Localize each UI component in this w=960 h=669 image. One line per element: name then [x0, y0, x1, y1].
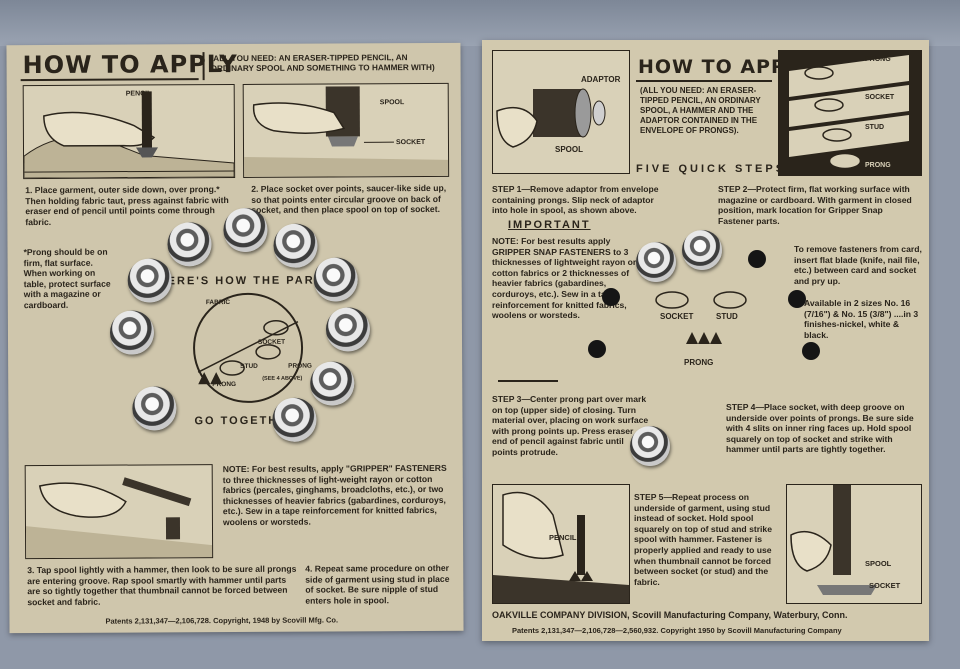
background-shelf — [0, 0, 960, 46]
stack-socket-label: SOCKET — [865, 94, 895, 101]
snap-fastener[interactable] — [132, 386, 177, 431]
empty-snap-hole — [588, 340, 606, 358]
snap-fastener[interactable] — [127, 258, 172, 303]
right-step-1: STEP 1—Remove adaptor from envelope cont… — [492, 184, 659, 216]
important-heading: IMPORTANT — [508, 219, 591, 231]
spool-label-right-bottom: SPOOL — [865, 559, 892, 568]
snap-fastener[interactable] — [630, 426, 670, 466]
parts-circle-diagram — [193, 292, 304, 403]
snap-fastener[interactable] — [223, 207, 268, 253]
five-quick-steps: FIVE QUICK STEPS — [636, 163, 787, 175]
hammer-spool-illustration — [25, 477, 213, 559]
center-prong-label: PRONG — [684, 358, 714, 367]
circle-socket-label: SOCKET — [258, 338, 286, 346]
remove-note: To remove fasteners from card, insert fl… — [794, 244, 922, 286]
circle-stud-label: STUD — [240, 362, 258, 370]
pencil-label-right: PENCIL — [549, 533, 577, 542]
right-step-4: STEP 4—Place socket, with deep groove on… — [726, 402, 914, 455]
right-card-title: HOW TO APPLY — [638, 56, 811, 78]
left-step-1: 1. Place garment, outer side down, over … — [25, 184, 229, 227]
spool-label-right: SPOOL — [555, 145, 584, 154]
stack-prong-label: PRONG — [865, 56, 891, 63]
sizes-note: Available in 2 sizes No. 16 (7/16") & No… — [804, 298, 919, 340]
snap-fastener[interactable] — [272, 397, 317, 442]
right-instruction-card: ADAPTOR SPOOL HOW TO APPLY (ALL YOU NEED… — [482, 40, 929, 641]
left-patents: Patents 2,131,347—2,106,728. Copyright, … — [105, 615, 339, 626]
left-card-title-note: (ALL YOU NEED: AN ERASER-TIPPED PENCIL, … — [210, 53, 435, 74]
illustration-parts-stack: PRONG SOCKET STUD PRONG — [778, 50, 922, 176]
snap-fastener[interactable] — [273, 223, 318, 268]
illustration-spool-socket: SPOOL SOCKET — [786, 484, 922, 604]
right-step-5: STEP 5—Repeat process on underside of ga… — [634, 492, 772, 587]
snap-fastener[interactable] — [310, 361, 355, 406]
illustration-hammer — [24, 464, 214, 560]
circle-prong2-label: PRONG — [212, 380, 237, 389]
stack-stud-label: STUD — [865, 124, 885, 131]
illustration-socket-spool: SPOOL SOCKET — [242, 82, 450, 178]
adaptor-spool-illustration — [496, 88, 606, 148]
circle-side-note: (SEE 4 ABOVE) — [262, 375, 303, 382]
center-stud-label: STUD — [716, 312, 738, 321]
spool-socket-illustration — [244, 86, 449, 177]
circle-fabric-label: FABRIC — [205, 299, 231, 307]
empty-snap-hole — [602, 288, 620, 306]
spool-label: SPOOL — [379, 99, 405, 107]
left-step-2: 2. Place socket over points, saucer-like… — [251, 182, 447, 216]
pencil-label: PENCIL — [125, 90, 152, 98]
stack-prong2-label: PRONG — [865, 162, 891, 169]
spool-socket-right-illustration — [790, 485, 877, 595]
left-note: NOTE: For best results, apply "GRIPPER" … — [222, 462, 447, 528]
empty-snap-hole — [802, 342, 820, 360]
hand-pencil-illustration — [23, 91, 235, 179]
right-patents: Patents 2,131,347—2,106,728—2,560,932. C… — [512, 626, 842, 635]
circle-top-text: HERE'S HOW THE PARTS — [157, 274, 333, 288]
illustration-adaptor-spool: ADAPTOR SPOOL — [492, 50, 630, 174]
left-instruction-card: HOW TO APPLY (ALL YOU NEED: AN ERASER-TI… — [6, 42, 464, 634]
snap-fastener[interactable] — [636, 242, 676, 282]
parts-stack-illustration — [789, 55, 909, 168]
snap-fastener[interactable] — [109, 310, 155, 355]
center-socket-label: SOCKET — [660, 312, 694, 321]
left-step-4: 4. Repeat same procedure on other side o… — [305, 562, 450, 606]
right-step-3: STEP 3—Center prong part over mark on to… — [492, 394, 649, 457]
illustration-pencil-prong: PENCIL — [492, 484, 630, 604]
empty-snap-hole — [748, 250, 766, 268]
important-note: NOTE: For best results apply GRIPPER SNA… — [492, 236, 637, 321]
center-parts-drawings — [655, 291, 747, 344]
snap-fastener[interactable] — [167, 222, 212, 267]
pencil-prong-illustration — [493, 491, 629, 603]
right-step-2: STEP 2—Protect firm, flat working surfac… — [718, 184, 912, 226]
left-card-title: HOW TO APPLY — [22, 49, 238, 80]
right-card-title-note: (ALL YOU NEED: AN ERASER-TIPPED PENCIL, … — [640, 86, 761, 135]
division-line: OAKVILLE COMPANY DIVISION, Scovill Manuf… — [492, 610, 848, 620]
snap-fastener[interactable] — [682, 230, 722, 270]
prong-note: *Prong should be on firm, flat surface. … — [23, 246, 111, 311]
socket-label: SOCKET — [395, 139, 426, 147]
illustration-pencil-press: PENCIL — [22, 83, 236, 180]
snap-fastener[interactable] — [325, 307, 371, 352]
empty-snap-hole — [788, 290, 806, 308]
left-step-3: 3. Tap spool lightly with a hammer, then… — [27, 563, 297, 607]
adaptor-label: ADAPTOR — [581, 75, 621, 84]
snap-fastener[interactable] — [313, 257, 358, 302]
socket-label-right-bottom: SOCKET — [869, 581, 901, 590]
circle-prong-label: PRONG — [288, 362, 313, 370]
